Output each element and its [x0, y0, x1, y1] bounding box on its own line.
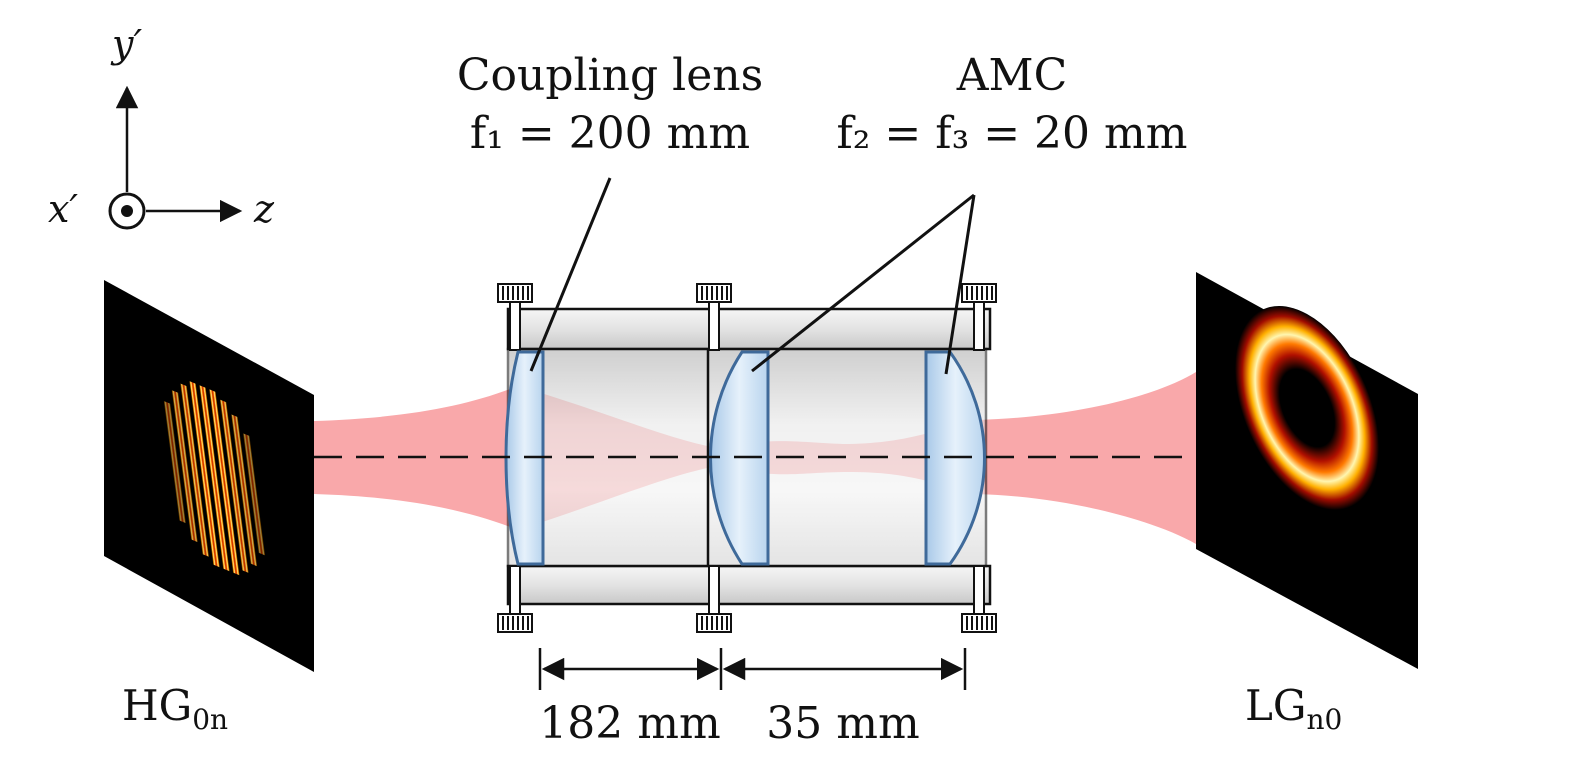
output-mode-label: LGn0 — [1245, 681, 1342, 736]
amc-focal-length: f₂ = f₃ = 20 mm — [837, 108, 1188, 159]
dimension-markers — [538, 648, 967, 690]
coupling-leader-line — [529, 177, 612, 372]
top-rail — [506, 307, 992, 351]
coordinate-axes: y′ x′ z — [48, 22, 275, 231]
hg-fringes — [163, 381, 266, 576]
amc-title: AMC — [956, 50, 1068, 101]
input-mode-label: HG0n — [122, 681, 228, 736]
bottom-rail — [506, 564, 992, 606]
x-axis-dot — [121, 205, 133, 217]
coupling-lens-focal-length: f₁ = 200 mm — [470, 108, 750, 159]
coupling-lens-title: Coupling lens — [457, 50, 763, 101]
y-axis-label: y′ — [110, 22, 142, 66]
hg-mode-panel — [104, 280, 314, 672]
lg-ring — [1235, 306, 1379, 510]
input-mode-name: HG — [122, 681, 192, 730]
input-mode-subscript: 0n — [192, 703, 228, 736]
leader-lines — [529, 177, 976, 375]
output-mode-name: LG — [1245, 681, 1306, 730]
lg-mode-panel — [1196, 272, 1418, 669]
output-mode-subscript: n0 — [1306, 703, 1342, 736]
distance-label-182: 182 mm — [539, 698, 720, 749]
z-axis-label: z — [253, 187, 275, 231]
x-axis-label: x′ — [48, 187, 78, 231]
top-screws — [497, 283, 997, 351]
amc-leader-line-1 — [751, 193, 975, 373]
bottom-screws — [497, 565, 997, 633]
amc-leader-line-2 — [944, 194, 976, 375]
distance-label-35: 35 mm — [766, 698, 919, 749]
